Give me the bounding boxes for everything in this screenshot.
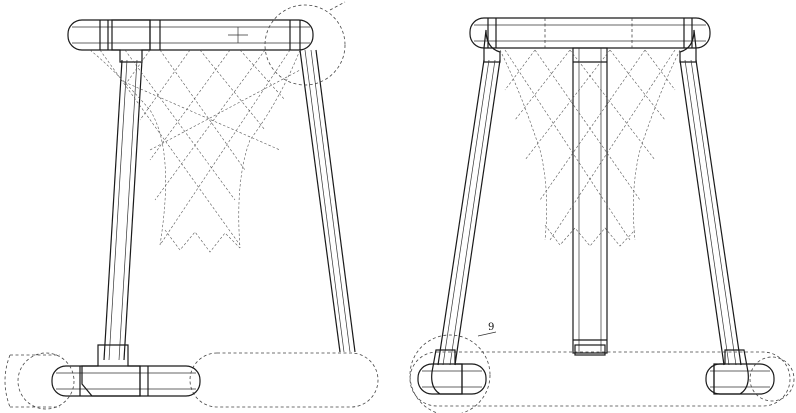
right-center-post — [572, 47, 608, 354]
right-view: 9 — [409, 17, 795, 413]
left-rear-leg — [299, 49, 356, 353]
right-base-left-connector — [431, 349, 463, 395]
right-net — [499, 49, 681, 247]
reference-label: 9 — [488, 322, 494, 333]
right-top-tube — [469, 17, 711, 49]
right-detail-circle — [409, 334, 491, 413]
left-base-connector — [81, 344, 141, 397]
right-base-tube — [409, 344, 795, 407]
left-front-leg — [103, 59, 143, 361]
right-top-right-connector — [679, 29, 697, 63]
right-right-leg — [679, 59, 742, 366]
reference-leader — [477, 331, 497, 337]
right-left-leg — [437, 59, 501, 366]
left-detail-circle — [264, 4, 346, 86]
right-base-right-connector — [713, 349, 749, 395]
left-top-connector — [111, 19, 151, 63]
left-base-tube — [4, 352, 379, 410]
right-top-left-connector — [483, 29, 501, 63]
left-view — [4, 1, 379, 410]
left-net — [89, 49, 301, 253]
left-top-tube — [67, 19, 314, 51]
